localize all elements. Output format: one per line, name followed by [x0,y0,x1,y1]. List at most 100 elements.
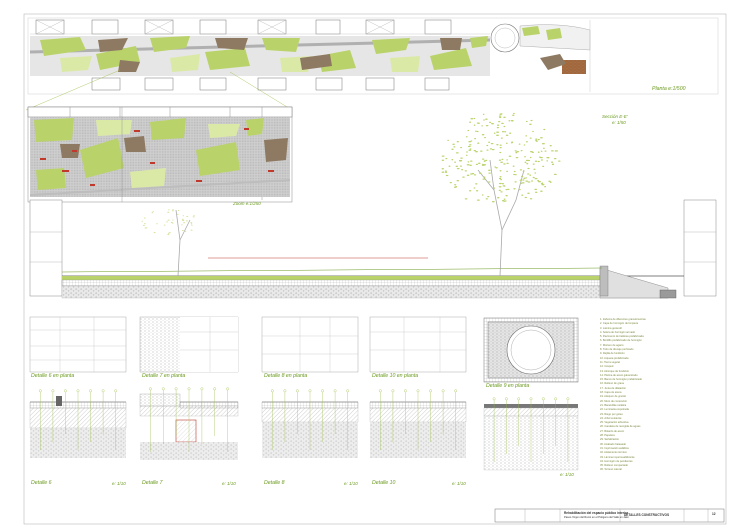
leaf-mark [537,151,540,153]
leader-tag [391,389,395,393]
leaf-mark [451,159,454,161]
leaf-mark [469,144,472,146]
detail-7-title: Detalle 7 [142,480,163,486]
leaf-mark [499,113,503,115]
leaf-mark [498,182,502,185]
note-item: 23. Riego por goteo [600,412,623,416]
leader-tag [270,389,274,393]
leader-tag [149,387,152,391]
leaf-mark [506,162,509,165]
leaf-mark [537,180,540,182]
leaf-mark [183,222,186,224]
leaf-mark [465,136,468,138]
leaf-mark [500,191,503,193]
leaf-mark [496,126,500,129]
leaf-mark [521,182,525,184]
leader-tag [76,389,80,393]
leaf-mark [473,187,476,189]
leaf-mark [544,186,547,188]
leader-tag [378,389,382,393]
leaf-mark [452,143,455,145]
leaf-mark [491,148,495,151]
leaf-mark [525,120,528,123]
leaf-mark [488,172,491,174]
leaf-mark [525,141,528,143]
zoom-scale-label: Zoom e:1/250 [233,201,261,206]
leaf-mark [487,169,491,171]
note-item: 20. Muro de contención [600,399,628,403]
leaf-mark [444,171,448,173]
note-item: 33. Lámina impermeabilizante [600,455,635,459]
leaf-mark [172,222,174,224]
leaf-mark [540,190,543,192]
title-block [494,508,725,523]
leaf-mark [498,115,502,117]
leaf-mark [453,186,457,188]
leaf-mark [524,156,526,158]
note-item: 34. Hormigón de pendientes [600,459,633,463]
leaf-mark [539,156,543,159]
note-item: 11. Tierra vegetal [600,360,620,364]
leaf-mark [499,116,502,119]
leaf-mark [172,209,175,211]
leaf-mark [473,117,476,120]
leaf-mark [476,199,480,201]
leaf-mark [181,230,184,231]
leaf-mark [540,183,543,185]
leaf-mark [503,185,506,187]
leaf-mark [192,216,195,218]
leaf-mark [451,148,454,150]
leaf-mark [514,150,517,152]
leaf-mark [186,215,189,217]
note-item: 28. Papelera [600,434,615,438]
leaf-mark [483,119,485,121]
leader-tag [441,389,445,393]
leaf-mark [470,160,473,162]
leaf-mark [475,190,479,192]
leaf-mark [497,120,501,123]
leaf-mark [441,171,445,173]
leaf-mark [549,145,552,147]
leaf-mark [152,210,154,212]
leaf-mark [488,181,491,183]
leaf-mark [541,184,545,186]
leaf-mark [445,157,448,160]
leaf-mark [489,121,492,124]
leader-tag [101,389,105,393]
leaf-mark [454,161,456,163]
leaf-mark [504,131,507,133]
leaf-mark [529,198,533,200]
leaf-mark [520,149,523,152]
leaf-mark [543,147,545,149]
leaf-mark [503,116,506,118]
detail-10-scale: e: 1/10 [452,481,466,486]
leaf-mark [558,160,561,162]
leaf-mark [534,160,538,162]
leaf-mark [466,174,470,176]
leader-tag [187,387,191,391]
leaf-mark [445,170,447,172]
note-item: 36. Terreno natural [600,468,622,472]
leaf-mark [153,232,156,234]
leaf-mark [141,220,143,222]
leaf-mark [527,181,531,183]
detail-10-plan-title: Detalle 10 en planta [372,373,419,379]
leaf-mark [513,188,516,190]
leaf-mark [182,215,184,217]
note-item: 10. Arqueta prefabricada [600,356,629,360]
detail-7-scale: e: 1/10 [222,481,236,486]
leaf-mark [525,180,529,182]
leader-tag [404,389,407,393]
leaf-mark [506,159,508,161]
leader-tag [89,389,92,393]
leaf-mark [151,212,154,214]
leaf-mark [499,144,502,146]
leaf-mark [505,195,508,197]
leaf-mark [550,161,554,163]
detail-plans [29,316,579,383]
leaf-mark [481,125,483,127]
leaf-mark [553,173,557,176]
leaf-mark [455,152,459,154]
note-item: 14. Pletina de acero galvanizado [600,373,638,377]
leaf-mark [461,169,464,171]
